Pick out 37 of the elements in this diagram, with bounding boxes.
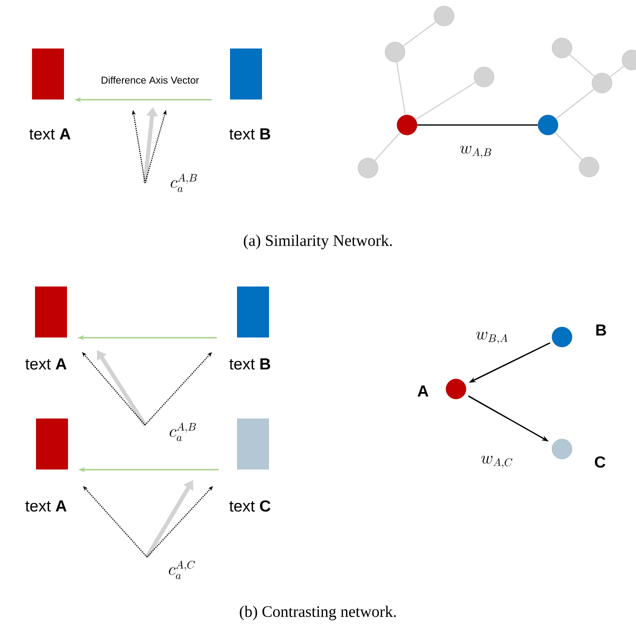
node-label: text A <box>25 358 66 370</box>
edge-label: $w_{A,C}$ <box>480 454 514 470</box>
network-node <box>538 114 558 136</box>
network-node <box>396 114 418 136</box>
connector-line <box>554 132 582 160</box>
connector-line <box>569 54 595 77</box>
connector-line <box>417 124 538 126</box>
edge-label: $w_{A,B}$ <box>458 144 494 160</box>
vector-label: $c_a^{A,B}$ <box>170 174 197 192</box>
vector-label: $c_a^{A,B}$ <box>170 422 196 442</box>
connector-line <box>415 82 476 120</box>
node-label: text C <box>229 500 270 512</box>
node-label: B <box>596 324 606 336</box>
edge-label: Difference Axis Vector <box>100 75 200 85</box>
connector-line <box>610 66 624 78</box>
node-label: A <box>418 386 428 396</box>
network-node <box>358 158 378 178</box>
edge-label: $w_{B,A}$ <box>474 330 510 346</box>
network-node <box>434 6 454 26</box>
node-label: text B <box>229 128 270 140</box>
network-node <box>384 42 406 62</box>
network-node <box>552 38 572 58</box>
node-label: text B <box>229 358 270 370</box>
network-node <box>578 156 600 178</box>
connector-line <box>396 62 406 116</box>
caption: (b) Contrasting network. <box>240 606 396 620</box>
connector-line <box>374 132 401 161</box>
node-label: C <box>594 456 606 468</box>
vector-label: $c_a^{A,C}$ <box>168 560 196 580</box>
network-node <box>622 50 636 70</box>
node-label: text A <box>25 500 66 512</box>
network-node <box>592 72 612 94</box>
node-label: text A <box>29 128 70 140</box>
connector-line <box>556 88 594 120</box>
network-node <box>474 66 494 88</box>
connector-line <box>402 22 436 46</box>
caption: (a) Similarity Network. <box>244 234 392 250</box>
